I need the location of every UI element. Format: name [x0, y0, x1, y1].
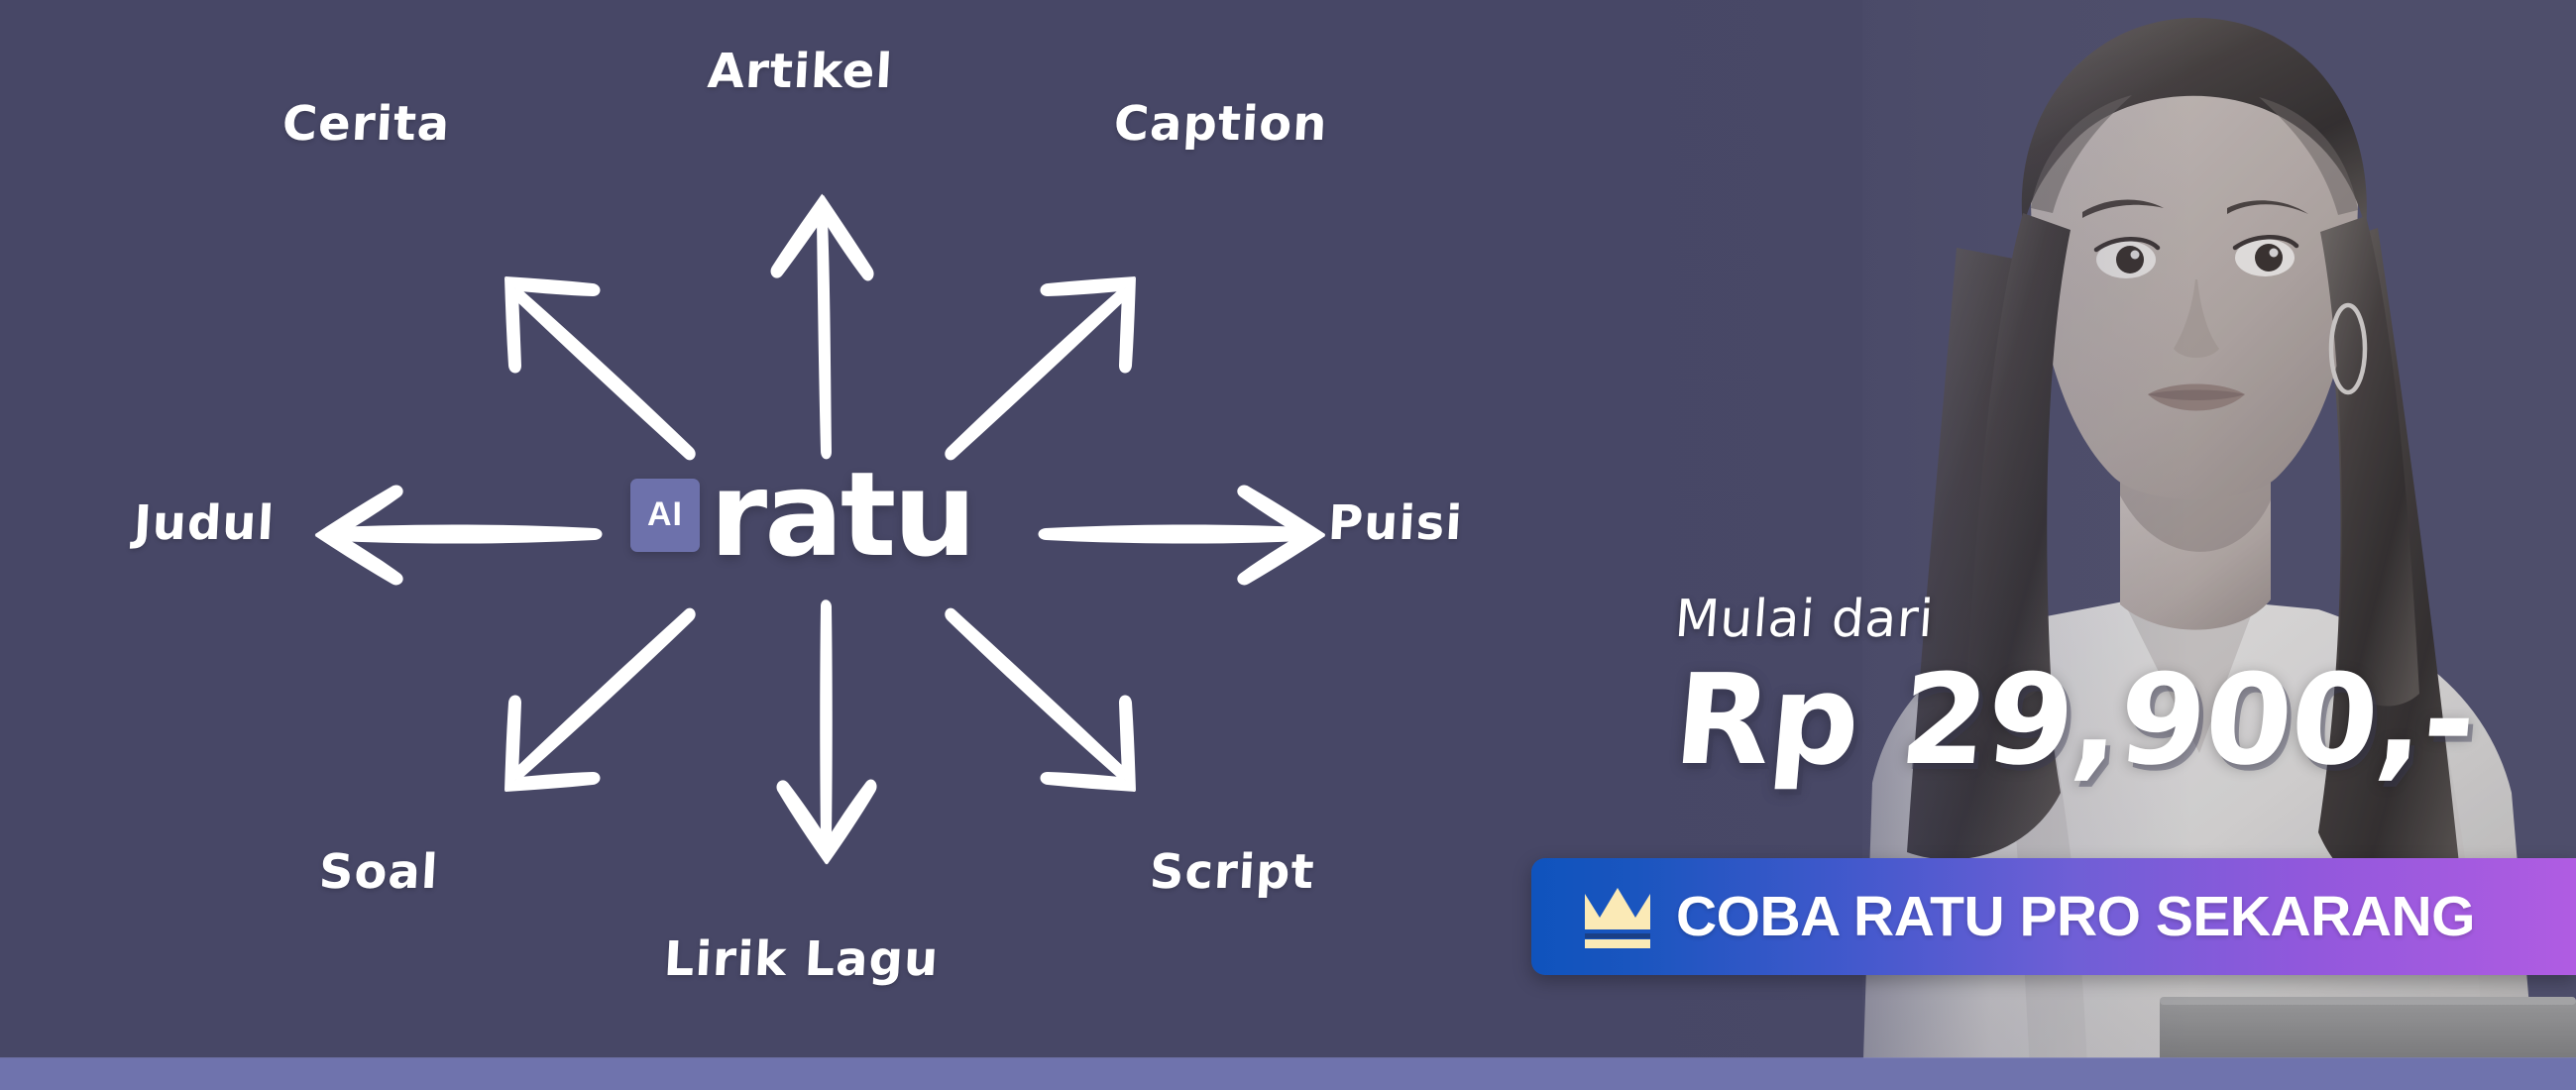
arrow-down-left: [504, 607, 696, 793]
crown-icon: [1581, 884, 1654, 949]
diagram-label-lirik-lagu: Lirik Lagu: [662, 931, 941, 987]
arrow-left: [314, 485, 603, 586]
arrow-up-left: [504, 275, 696, 461]
arrow-down-right: [945, 607, 1137, 793]
arrow-up-right: [945, 275, 1137, 461]
diagram-label-puisi: Puisi: [1326, 495, 1465, 551]
diagram-label-cerita: Cerita: [280, 96, 452, 152]
brand-wordmark: ratu: [710, 446, 976, 583]
price-prefix: Mulai dari: [1672, 590, 1936, 649]
diagram-label-caption: Caption: [1112, 96, 1329, 152]
diagram-label-soal: Soal: [317, 844, 440, 900]
radial-diagram: Artikel Cerita Caption Judul Puisi Soal …: [132, 44, 1465, 987]
price-amount: Rp 29,900,-: [1668, 647, 2481, 793]
diagram-label-artikel: Artikel: [706, 44, 895, 99]
cta-button[interactable]: COBA RATU PRO SEKARANG: [1531, 858, 2576, 975]
diagram-label-script: Script: [1148, 844, 1316, 900]
arrow-down: [776, 600, 877, 865]
diagram-label-judul: Judul: [132, 495, 277, 551]
arrow-right: [1038, 485, 1326, 586]
brand-logo: AI ratu: [630, 446, 976, 583]
diagram-arrows: [314, 193, 1326, 865]
cta-label: COBA RATU PRO SEKARANG: [1676, 885, 2476, 948]
bottom-strip: [0, 1058, 2576, 1090]
arrow-up: [770, 193, 874, 460]
ai-badge: AI: [630, 478, 700, 552]
price-block: Mulai dari Rp 29,900,-: [1669, 590, 2567, 793]
